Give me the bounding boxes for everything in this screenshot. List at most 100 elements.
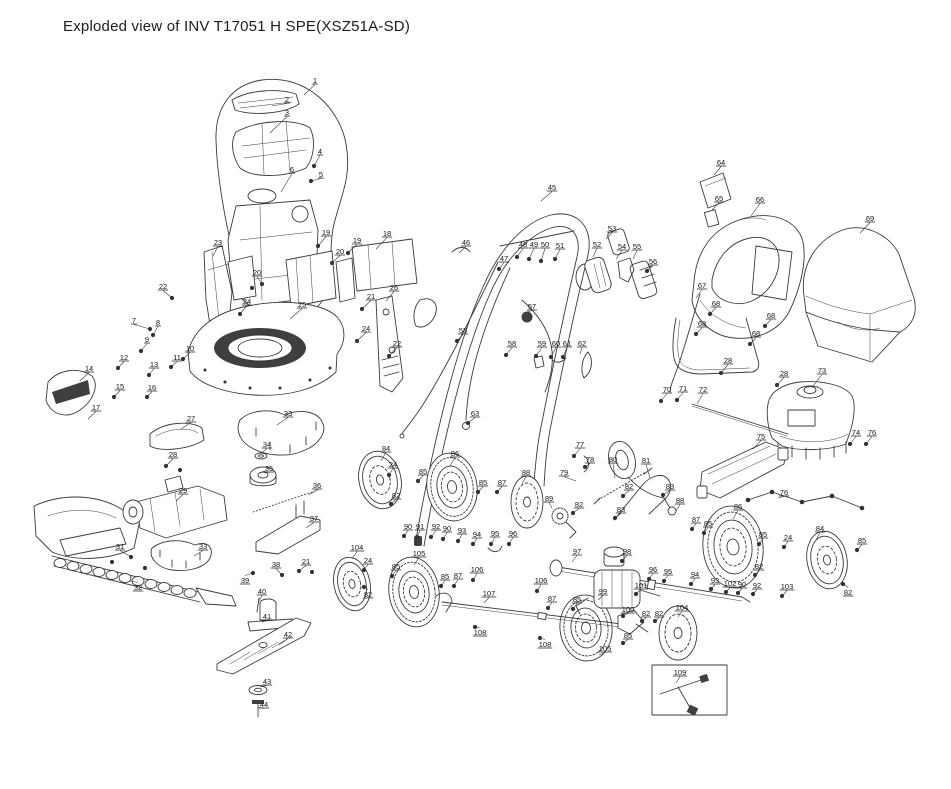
part-label-55: 55	[631, 242, 643, 260]
svg-text:2: 2	[285, 95, 289, 104]
svg-text:58: 58	[459, 326, 467, 335]
part-label-31: 31	[114, 542, 134, 560]
part-label-3: 3	[269, 108, 291, 134]
svg-text:40: 40	[258, 587, 266, 596]
part-label-80: 80	[607, 455, 619, 479]
part-label-101: 101	[633, 581, 649, 597]
part-label-52: 52	[591, 240, 603, 258]
part-label-94: 94	[688, 570, 701, 587]
svg-text:82: 82	[575, 500, 583, 509]
part-label-84: 84	[814, 524, 826, 541]
svg-text:106: 106	[471, 565, 484, 574]
part-label-86: 86	[732, 502, 744, 520]
part-label-24: 24	[781, 533, 794, 550]
part-label-58: 58	[503, 339, 518, 358]
part-label-77: 77	[571, 440, 586, 459]
svg-text:33: 33	[284, 409, 292, 418]
svg-text:103: 103	[781, 582, 794, 591]
part-label-87: 87	[689, 515, 702, 532]
svg-text:38: 38	[272, 560, 280, 569]
part-label-65: 65	[711, 194, 725, 211]
tool-box-drawing	[651, 664, 728, 716]
svg-text:83: 83	[617, 505, 625, 514]
svg-text:77: 77	[576, 440, 584, 449]
part-label-85: 85	[475, 478, 489, 495]
part-label-25: 25	[289, 300, 308, 320]
part-label-68: 68	[693, 319, 708, 337]
svg-text:52: 52	[593, 240, 601, 249]
part-label-16: 16	[144, 383, 158, 400]
svg-text:33: 33	[199, 542, 207, 551]
svg-text:91: 91	[416, 522, 424, 531]
svg-text:8: 8	[156, 318, 160, 327]
svg-text:42: 42	[284, 630, 292, 639]
part-label-100: 100	[620, 605, 636, 619]
part-label-73: 73	[812, 366, 828, 387]
part-label-64: 64	[713, 158, 727, 176]
part-label-95: 95	[488, 529, 501, 547]
svg-text:63: 63	[471, 409, 479, 418]
svg-text:104: 104	[676, 603, 689, 612]
svg-text:104: 104	[351, 543, 364, 552]
svg-text:59: 59	[538, 339, 546, 348]
part-label-82: 82	[752, 562, 765, 578]
part-label-85: 85	[620, 631, 634, 646]
svg-text:90: 90	[404, 522, 412, 531]
part-label-84: 84	[380, 444, 392, 462]
part-label-50: 50	[538, 240, 551, 264]
svg-text:36: 36	[313, 481, 321, 490]
svg-text:64: 64	[717, 158, 725, 167]
svg-text:84: 84	[382, 444, 390, 453]
svg-text:87: 87	[454, 571, 462, 580]
svg-text:55: 55	[633, 242, 641, 251]
part-label-2: 2	[271, 95, 291, 107]
svg-text:24: 24	[389, 460, 397, 469]
svg-text:49: 49	[530, 240, 538, 249]
svg-text:86: 86	[734, 502, 742, 511]
left-trim-parts-drawing	[33, 369, 325, 571]
part-label-92: 92	[428, 522, 442, 540]
svg-text:24: 24	[364, 556, 372, 565]
svg-text:31: 31	[116, 542, 124, 551]
part-label-74: 74	[847, 428, 862, 447]
part-label-20: 20	[251, 268, 265, 287]
part-label-68: 68	[707, 299, 722, 317]
svg-text:82: 82	[844, 588, 852, 597]
svg-text:79: 79	[560, 468, 568, 477]
part-label-62: 62	[576, 339, 588, 355]
svg-text:95: 95	[491, 529, 499, 538]
part-label-97: 97	[571, 547, 583, 563]
part-label-22: 22	[386, 339, 403, 359]
part-label-85: 85	[854, 536, 868, 553]
part-label-28: 28	[774, 369, 790, 388]
part-label-105: 105	[411, 549, 427, 566]
part-label-82: 82	[361, 584, 374, 599]
part-label-87: 87	[494, 478, 508, 495]
part-label-44: 44	[257, 700, 270, 709]
svg-text:32: 32	[134, 583, 142, 592]
svg-text:24: 24	[362, 324, 370, 333]
part-label-68: 68	[762, 311, 777, 329]
part-label-94: 94	[470, 530, 483, 547]
svg-text:83: 83	[666, 482, 674, 491]
part-label-17: 17	[87, 403, 102, 420]
svg-text:26: 26	[390, 283, 398, 292]
svg-text:58: 58	[508, 339, 516, 348]
part-label-10: 10	[180, 344, 196, 362]
part-label-46: 46	[458, 238, 472, 254]
svg-text:20: 20	[253, 268, 261, 277]
part-label-104: 104	[674, 603, 690, 618]
part-label-49: 49	[526, 240, 540, 262]
part-label-81: 81	[640, 456, 652, 479]
part-label-33: 33	[193, 542, 209, 557]
svg-text:102: 102	[724, 579, 737, 588]
part-label-7: 7	[130, 316, 153, 332]
svg-text:51: 51	[556, 241, 564, 250]
svg-text:70: 70	[663, 385, 671, 394]
svg-text:11: 11	[173, 353, 181, 362]
svg-text:94: 94	[473, 530, 481, 539]
svg-text:82: 82	[364, 590, 372, 599]
svg-text:82: 82	[392, 491, 400, 500]
part-label-13: 13	[146, 360, 160, 378]
part-label-67: 67	[695, 281, 708, 299]
